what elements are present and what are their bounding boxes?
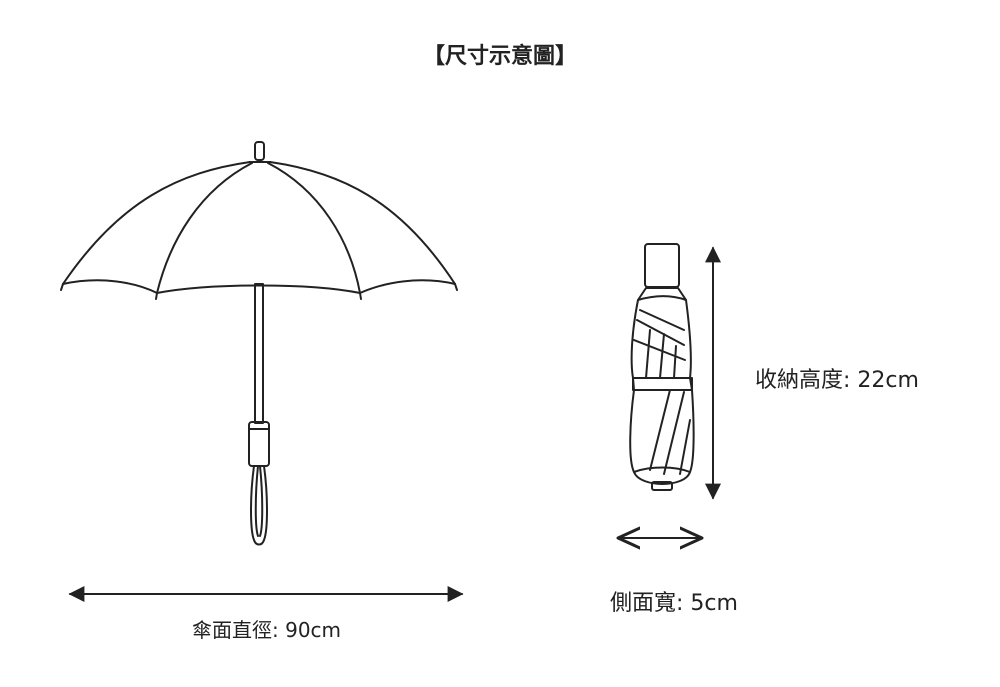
open-umbrella-illustration — [60, 141, 458, 546]
folded-umbrella-illustration — [629, 243, 695, 491]
canopy-diameter-label: 傘面直徑: 90cm — [192, 618, 342, 642]
folded-height-label: 收納高度: 22cm — [755, 368, 919, 393]
side-width-label: 側面寬: 5cm — [610, 591, 738, 616]
diagram-title: 【尺寸示意圖】 — [422, 44, 577, 69]
